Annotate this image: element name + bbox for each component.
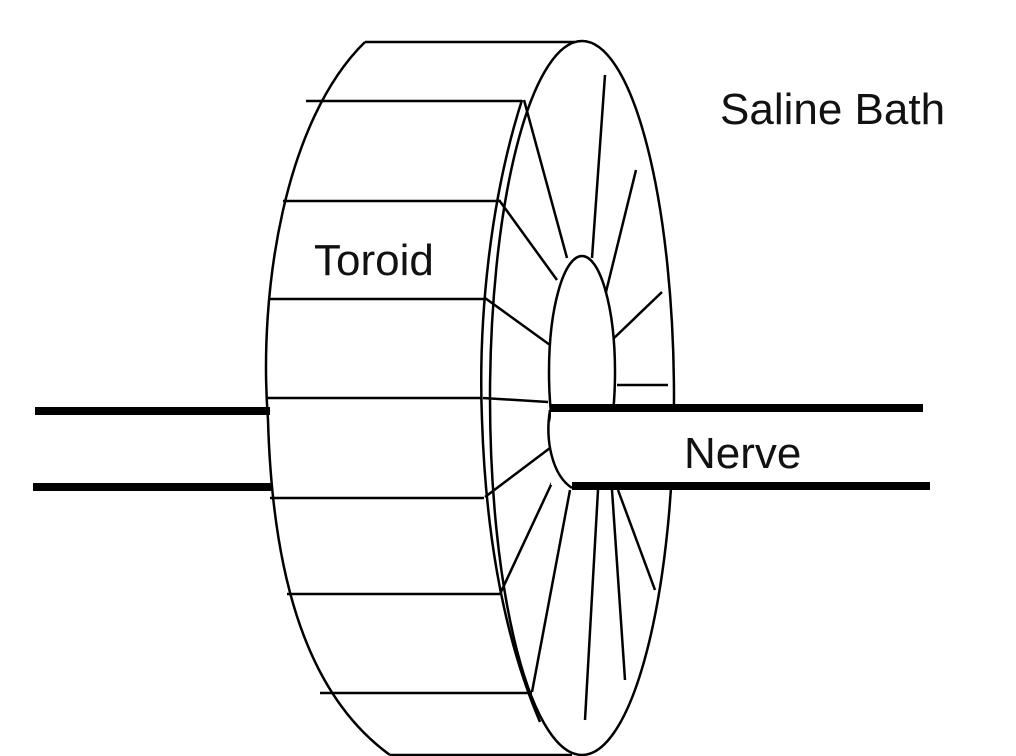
winding-line bbox=[610, 489, 627, 681]
nerve-left bbox=[33, 407, 272, 491]
winding-line bbox=[498, 471, 559, 595]
toroid-face-windings bbox=[482, 74, 668, 721]
winding-line bbox=[484, 447, 551, 498]
winding-line bbox=[482, 396, 549, 404]
winding-line bbox=[497, 199, 559, 281]
toroid-band-segments bbox=[268, 99, 532, 695]
winding-line bbox=[590, 74, 607, 259]
winding-line bbox=[583, 489, 600, 721]
saline-bath-label: Saline Bath bbox=[720, 85, 945, 134]
toroid-band-inner-edge bbox=[480, 99, 542, 723]
winding-line bbox=[522, 99, 569, 259]
winding-line bbox=[611, 291, 663, 341]
winding-line bbox=[602, 169, 638, 301]
winding-line bbox=[484, 296, 551, 347]
winding-line bbox=[530, 489, 572, 693]
nerve-right-end-curve bbox=[547, 409, 573, 490]
toroid-band bbox=[264, 40, 575, 756]
nerve-label: Nerve bbox=[684, 429, 801, 478]
winding-line bbox=[616, 489, 657, 591]
nerve-right-fill bbox=[551, 409, 921, 485]
toroid-band-left-edge bbox=[264, 41, 391, 756]
nerve-right bbox=[547, 404, 930, 490]
toroid-label: Toroid bbox=[314, 236, 434, 285]
